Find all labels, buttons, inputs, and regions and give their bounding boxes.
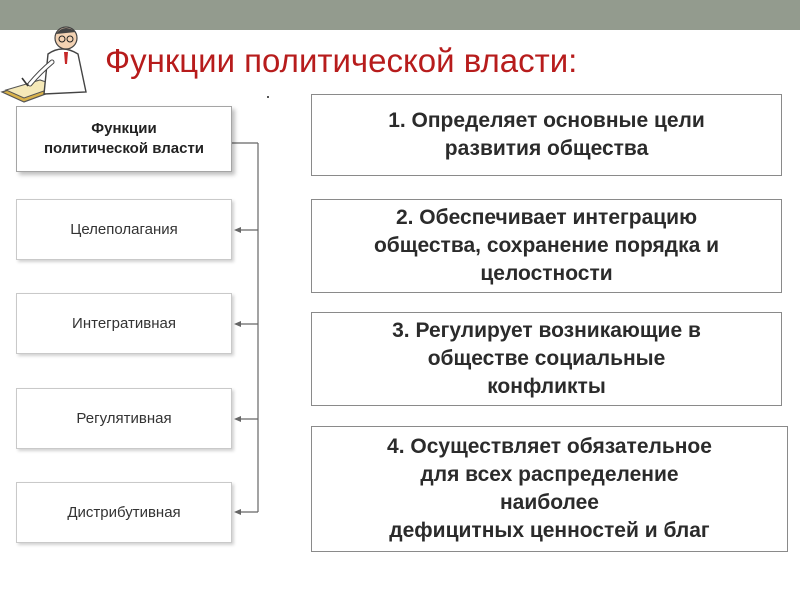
arrow-icon [234,416,241,422]
description-box-4: 4. Осуществляет обязательное для всех ра… [311,426,788,552]
description-line: развития общества [444,137,649,160]
description-box-1: 1. Определяет основные цели развития общ… [311,94,782,176]
description-box-2: 2. Обеспечивает интеграцию общества, сох… [311,199,782,293]
description-box-3: 3. Регулирует возникающие в обществе соц… [311,312,782,406]
description-line: для всех распределение [420,463,679,486]
function-label: Интегративная [72,315,176,332]
function-label: Дистрибутивная [67,504,181,521]
function-label: Регулятивная [76,410,172,427]
functions-header-box: Функции политической власти [16,106,232,172]
description-line: 1. Определяет основные цели [388,109,705,132]
arrow-icon [234,509,241,515]
arrow-icon [234,227,241,233]
slide-title: Функции политической власти: [105,42,578,79]
header-line: политической власти [43,140,205,157]
description-line: конфликты [487,375,606,398]
description-line: 3. Регулирует возникающие в [392,319,701,342]
description-line: 4. Осуществляет обязательное [387,435,712,458]
function-box-distributive: Дистрибутивная [16,482,232,543]
decorative-dot [267,96,269,98]
header-line: Функции [91,120,157,137]
description-line: наиболее [500,491,599,514]
top-bar [0,0,800,30]
description-line: общества, сохранение порядка и [373,234,720,257]
function-box-integrative: Интегративная [16,293,232,354]
description-line: дефицитных ценностей и благ [389,519,710,542]
doctor-writing-icon [0,26,87,103]
arrow-icon [234,321,241,327]
description-line: обществе социальные [427,347,666,370]
function-box-regulative: Регулятивная [16,388,232,449]
function-box-goal-setting: Целеполагания [16,199,232,260]
description-line: целостности [480,262,613,285]
description-line: 2. Обеспечивает интеграцию [395,206,698,229]
function-label: Целеполагания [70,221,178,238]
